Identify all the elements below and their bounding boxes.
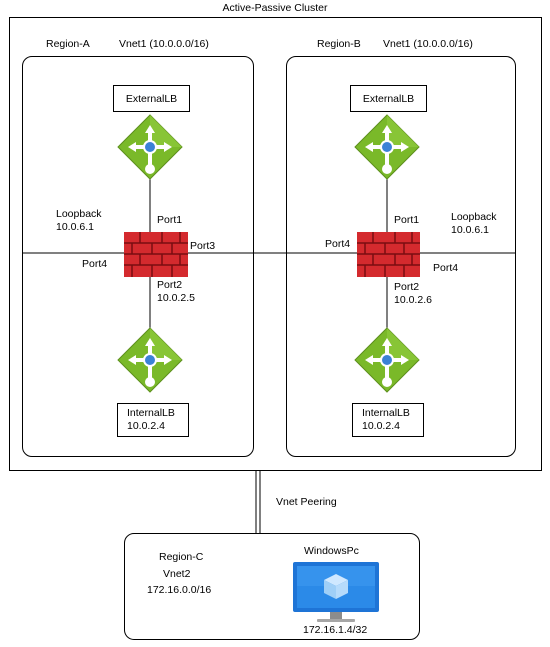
region-b-port4-right-label: Port4 <box>433 262 459 274</box>
region-b-port2-label: Port2 <box>394 281 420 293</box>
region-b-port2-ip: 10.0.2.6 <box>394 294 432 306</box>
region-b-vnet: Vnet1 (10.0.0.0/16) <box>383 38 473 50</box>
region-a-port2-ip: 10.0.2.5 <box>157 292 195 304</box>
region-b-port1-label: Port1 <box>394 214 420 226</box>
cluster-title: Active-Passive Cluster <box>222 2 328 14</box>
region-b-internal-lb-ip: 10.0.2.4 <box>362 420 400 432</box>
region-b-internal-lb-name: InternalLB <box>362 407 410 419</box>
region-a-internal-lb-ip: 10.0.2.4 <box>127 420 165 432</box>
region-a-internal-lb-name: InternalLB <box>127 407 175 419</box>
region-a-port1-label: Port1 <box>157 214 183 226</box>
region-a-internal-lb-box: InternalLB 10.0.2.4 <box>117 403 189 437</box>
region-b-loopback-label: Loopback <box>451 211 497 223</box>
region-a-vnet: Vnet1 (10.0.0.0/16) <box>119 38 209 50</box>
region-a-port4-label: Port4 <box>82 258 108 270</box>
region-a-external-lb-label: ExternalLB <box>125 92 178 105</box>
region-a-port2-label: Port2 <box>157 279 183 291</box>
region-b-internal-lb-box: InternalLB 10.0.2.4 <box>352 403 424 437</box>
region-b-loopback-ip: 10.0.6.1 <box>451 224 489 236</box>
region-b-external-lb-label: ExternalLB <box>362 92 415 105</box>
region-a-loopback-label: Loopback <box>56 208 102 220</box>
region-c-vnet: Vnet2 <box>163 568 191 580</box>
windows-pc-label: WindowsPc <box>304 545 359 557</box>
region-c-label: Region-C <box>159 551 204 563</box>
region-a-loopback-ip: 10.0.6.1 <box>56 221 94 233</box>
region-b-port4-left-label: Port4 <box>325 238 351 250</box>
vnet-peering-label: Vnet Peering <box>276 496 337 508</box>
region-b-external-lb-box: ExternalLB <box>350 85 427 112</box>
region-c-cidr: 172.16.0.0/16 <box>147 584 212 596</box>
region-a-port3-label: Port3 <box>190 240 216 252</box>
region-a-external-lb-box: ExternalLB <box>113 85 190 112</box>
windows-pc-ip: 172.16.1.4/32 <box>303 624 368 636</box>
region-b-label: Region-B <box>317 38 361 50</box>
region-a-label: Region-A <box>46 38 90 50</box>
